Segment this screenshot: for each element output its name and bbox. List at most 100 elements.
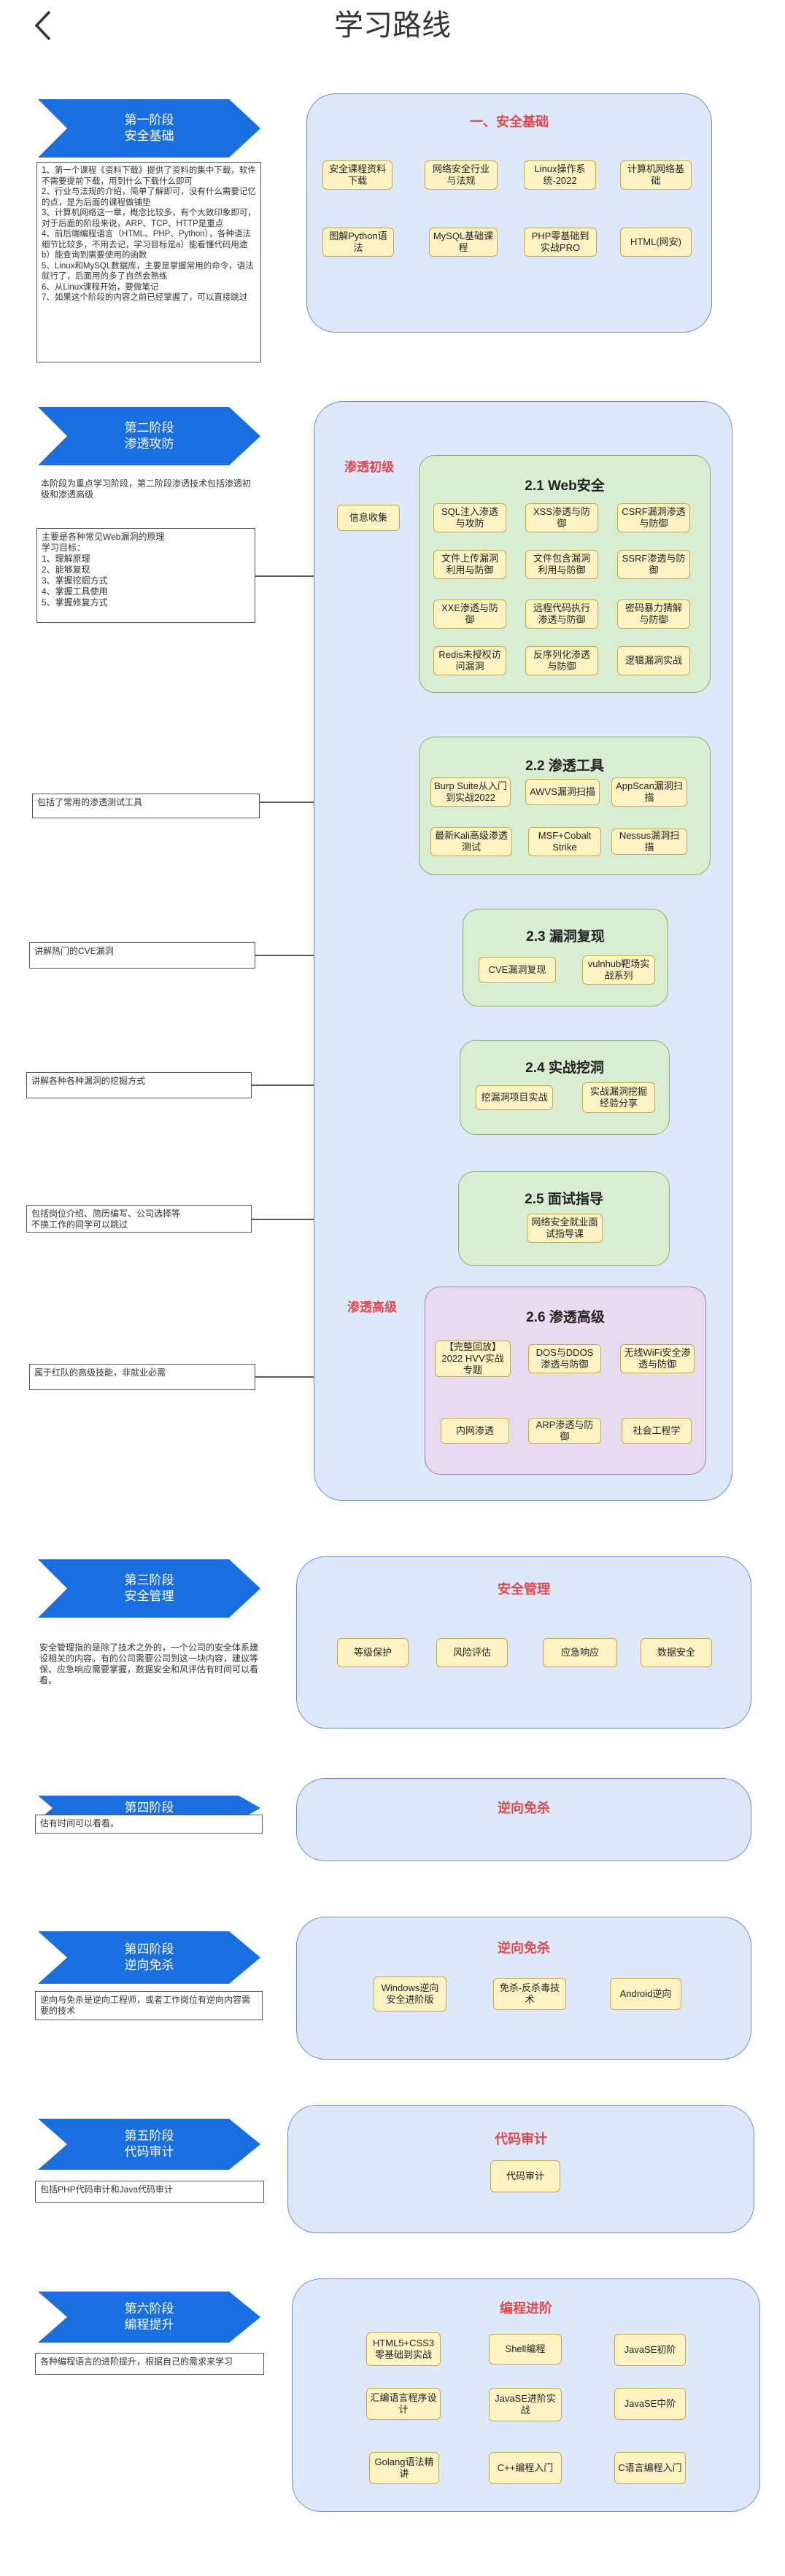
node-intranet[interactable]: 内网渗透 [441,1418,509,1444]
stage-banner-4a: 第四阶段 [38,1796,260,1820]
section-title: 2.6 渗透高级 [526,1310,605,1325]
node-course-materials[interactable]: 安全课程资料下载 [322,160,392,190]
node-hunt-experience[interactable]: 实战漏洞挖掘经验分享 [582,1082,655,1113]
node-php[interactable]: PHP零基础到实战PRO [524,228,597,257]
arrow-banner-shape [38,99,260,158]
stage-note-3: 安全管理指的是除了技术之外的，一个公司的安全体系建设相关的内容。有的公司需要公司… [35,1640,263,1689]
node-javase-advanced[interactable]: JavaSE进阶实战 [489,2388,562,2421]
stage-banner-5: 第五阶段 代码审计 [38,2119,260,2170]
stage-banner-label: 第四阶段 逆向免杀 [124,1942,174,1972]
node-incident-response[interactable]: 应急响应 [543,1638,617,1667]
stage-note-4a: 估有时间可以看看。 [35,1815,263,1834]
node-risk-assessment[interactable]: 风险评估 [436,1638,508,1667]
stage-note-5: 包括PHP代码审计和Java代码审计 [35,2181,264,2203]
label-pentest-basic: 渗透初级 [344,460,394,474]
panel-title: 逆向免杀 [498,1941,550,1955]
node-deserialization[interactable]: 反序列化渗透与防御 [525,646,598,675]
node-ssrf[interactable]: SSRF渗透与防御 [617,550,690,579]
stage-banner-label: 第一阶段 安全基础 [124,113,174,143]
node-html[interactable]: HTML(网安) [620,228,692,257]
node-hvv[interactable]: 【完整回放】2022 HVV实战专题 [435,1341,511,1377]
node-network-basics[interactable]: 计算机网络基础 [620,160,692,190]
node-linux[interactable]: Linux操作系统-2022 [524,160,596,190]
back-button[interactable] [26,7,63,44]
node-javase-intermediate[interactable]: JavaSE中阶 [614,2388,686,2420]
node-social-engineering[interactable]: 社会工程学 [622,1418,692,1444]
node-info-gathering[interactable]: 信息收集 [337,505,400,531]
panel-title: 代码审计 [495,2132,547,2146]
stage-note-2-intro: 本阶段为重点学习阶段，第二阶段渗透技术包括渗透初级和渗透高级 [36,476,261,508]
node-compliance[interactable]: 等级保护 [337,1638,409,1667]
node-javase-basic[interactable]: JavaSE初阶 [614,2334,686,2366]
stage-note-6: 各种编程语言的进阶提升，根据自己的需求来学习 [35,2353,264,2375]
node-cve-repro[interactable]: CVE漏洞复现 [479,957,556,983]
stage-banner-4: 第四阶段 逆向免杀 [38,1931,260,1984]
node-arp[interactable]: ARP渗透与防御 [528,1418,601,1444]
node-sqli[interactable]: SQL注入渗透与攻防 [433,503,506,532]
stage-banner-label: 第四阶段 [124,1801,174,1815]
panel-reverse-collapsed[interactable]: 逆向免杀 [296,1778,751,1861]
label-pentest-advanced: 渗透高级 [347,1300,397,1314]
node-windows-reverse[interactable]: Windows逆向安全进阶版 [374,1976,446,2011]
arrow-banner-shape [38,1796,260,1820]
node-antivirus-evasion[interactable]: 免杀-反杀毒技术 [493,1978,566,2010]
node-rce[interactable]: 远程代码执行渗透与防御 [525,600,598,629]
stage-note-2-hunt: 讲解各种各种漏洞的挖掘方式 [26,1072,252,1098]
arrow-banner-shape [38,407,260,465]
section-title: 2.2 渗透工具 [525,759,604,774]
node-data-security[interactable]: 数据安全 [641,1638,712,1667]
node-vulnhub[interactable]: vulnhub靶场实战系列 [582,955,655,985]
node-ddos[interactable]: DOS与DDOS渗透与防御 [528,1344,601,1373]
node-csrf[interactable]: CSRF漏洞渗透与防御 [617,503,690,532]
arrow-banner-shape [38,2292,260,2343]
stage-banner-3: 第三阶段 安全管理 [38,1559,260,1618]
stage-note-2-tools: 包括了常用的渗透测试工具 [32,794,260,818]
panel-title: 逆向免杀 [498,1801,550,1815]
node-golang[interactable]: Golang语法精讲 [369,2452,439,2484]
node-assembly[interactable]: 汇编语言程序设计 [366,2388,441,2420]
node-file-include[interactable]: 文件包含漏洞利用与防御 [525,550,598,579]
stage-note-4: 逆向与免杀是逆向工程师，或者工作岗位有逆向内容需要的技术 [35,1991,263,2020]
stage-note-2-web: 主要是各种常见Web漏洞的原理 学习目标： 1、理解原理 2、能够复现 3、掌握… [36,528,255,623]
stage-note-2-cve: 讲解热门的CVE漏洞 [29,942,255,969]
node-appscan[interactable]: AppScan漏洞扫描 [611,777,687,807]
stage-banner-label: 第三阶段 安全管理 [124,1573,174,1603]
section-title: 2.4 实战挖洞 [525,1060,604,1076]
node-shell[interactable]: Shell编程 [489,2334,562,2364]
node-xss[interactable]: XSS渗透与防御 [525,503,598,532]
node-cpp[interactable]: C++编程入门 [489,2452,562,2484]
stage-banner-label: 第六阶段 编程提升 [124,2302,174,2332]
panel-security-basics: 一、安全基础 [306,93,712,333]
node-logic-bugs[interactable]: 逻辑漏洞实战 [617,646,690,675]
node-interview-course[interactable]: 网络安全就业面试指导课 [527,1214,603,1243]
stage-note-2-interview: 包括岗位介绍、简历编写、公司选择等 不换工作的同学可以跳过 [26,1205,252,1233]
section-title: 2.5 面试指导 [525,1192,603,1207]
chevron-left-icon [34,10,51,41]
node-burpsuite[interactable]: Burp Suite从入门到实战2022 [430,777,511,807]
node-file-upload[interactable]: 文件上传漏洞利用与防御 [433,550,506,579]
node-mysql[interactable]: MySQL基础课程 [429,228,498,257]
node-wifi[interactable]: 无线WiFi安全渗透与防御 [620,1344,695,1373]
node-android-reverse[interactable]: Android逆向 [610,1978,681,2010]
node-bruteforce[interactable]: 密码暴力猜解与防御 [617,600,690,629]
stage-banner-2: 第二阶段 渗透攻防 [38,407,260,465]
node-nessus[interactable]: Nessus漏洞扫描 [611,829,687,855]
node-redis[interactable]: Redis未授权访问漏洞 [433,646,506,675]
node-msf-cobalt[interactable]: MSF+Cobalt Strike [528,827,601,856]
node-python[interactable]: 图解Python语法 [322,228,394,257]
node-xxe[interactable]: XXE渗透与防御 [433,600,506,629]
node-kali[interactable]: 最新Kali高级渗透测试 [430,827,512,856]
node-html5-css3[interactable]: HTML5+CSS3零基础到实战 [366,2332,441,2366]
page-title: 学习路线 [334,9,451,42]
node-code-audit[interactable]: 代码审计 [490,2160,560,2192]
node-hunt-project[interactable]: 挖漏洞项目实战 [476,1085,553,1110]
panel-title: 一、安全基础 [470,115,549,129]
stage-banner-label: 第五阶段 代码审计 [124,2129,174,2159]
node-industry-law[interactable]: 网络安全行业与法规 [425,160,498,190]
panel-title: 安全管理 [498,1582,550,1597]
node-awvs[interactable]: AWVS漏洞扫描 [525,779,600,805]
node-c[interactable]: C语言编程入门 [614,2452,686,2484]
stage-note-2-advanced: 属于红队的高级技能，非就业必需 [29,1364,255,1390]
section-advanced-pentest: 2.6 渗透高级 [425,1287,706,1475]
panel-title: 编程进阶 [500,2301,552,2316]
